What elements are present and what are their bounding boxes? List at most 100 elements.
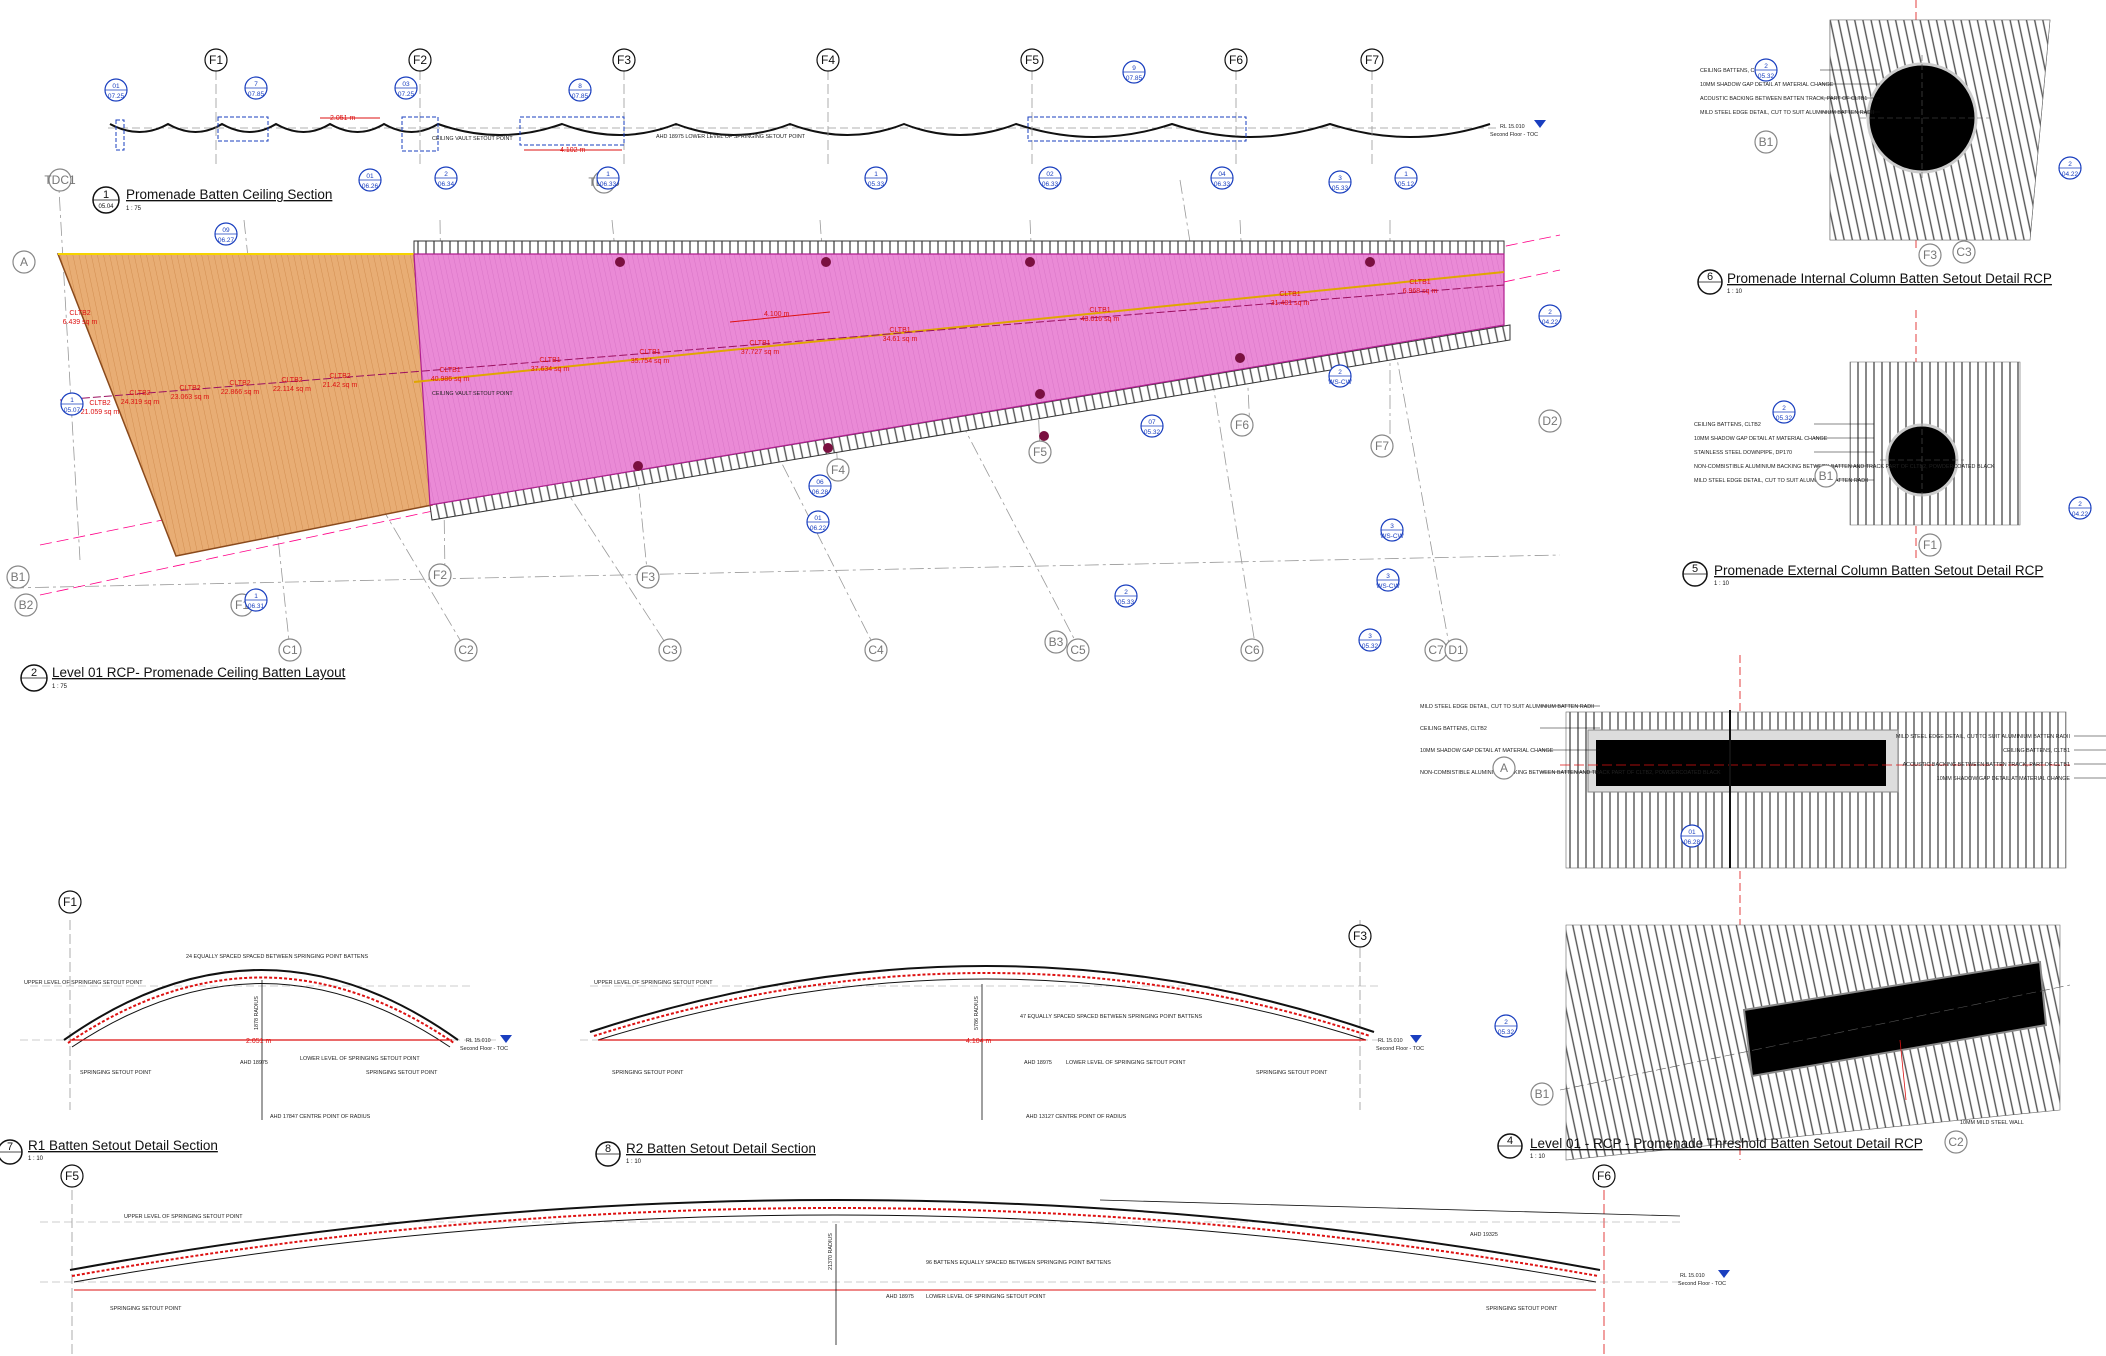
detail5-note-4: MILD STEEL EDGE DETAIL, CUT TO SUIT ALUM…: [1694, 478, 1868, 484]
plan-tag-8-sheet: 05.12: [1398, 181, 1415, 188]
detail4-grid-B1: B1: [1530, 1082, 1554, 1106]
grid-plan-F4: F4: [826, 458, 850, 482]
grid-plan-B2: B2: [14, 593, 38, 617]
view-number-1: 1: [103, 189, 109, 201]
plan-tag-13-sheet: 06.31: [248, 603, 265, 610]
zone-area-9: 35.754 sq m: [631, 358, 670, 365]
r1-lower: LOWER LEVEL OF SPRINGING SETOUT POINT: [300, 1056, 420, 1062]
section-tag-1-num: 7: [254, 81, 258, 88]
r3-floor: Second Floor - TOC: [1678, 1281, 1726, 1287]
plan-tag-0-num: 01: [366, 173, 374, 180]
grid-plan-B1-label: B1: [11, 570, 26, 584]
detail5-grid-B1: B1: [1814, 464, 1838, 488]
section-r2: UPPER LEVEL OF SPRINGING SETOUT POINT 47…: [580, 920, 1424, 1167]
grid-plan-F2: F2: [428, 563, 452, 587]
plan-tag-15: 3WS-CW: [1376, 568, 1401, 592]
view-title-5: Promenade External Column Batten Setout …: [1714, 563, 2043, 578]
detail4-tag-b: 205.32: [1494, 1014, 1518, 1038]
r3-spaced: 96 BATTENS EQUALLY SPACED BETWEEN SPRING…: [926, 1260, 1111, 1266]
r3-springing-left: SPRINGING SETOUT POINT: [110, 1306, 182, 1312]
detail5-grid-F1: F1: [1918, 533, 1942, 557]
grid-plan-C4: C4: [864, 638, 888, 662]
plan-tag-8-num: 1: [1404, 171, 1408, 178]
zone-area-14: 6.968 sq m: [1403, 288, 1438, 295]
grid-plan-C2: C2: [454, 638, 478, 662]
zone-tag-10: CLTB1: [749, 340, 770, 347]
view-title-6: Promenade Internal Column Batten Setout …: [1727, 271, 2052, 286]
plan-tag-1-sheet: 06.34: [438, 181, 455, 188]
detail4-note-right-2: ACOUSTIC BACKING BETWEEN BATTEN TRACK, P…: [1903, 762, 2070, 768]
dim-chord-1: 2.051 m: [330, 115, 355, 122]
plan-tag-2-num: 09: [222, 227, 230, 234]
zone-area-2: 24.319 sq m: [121, 399, 160, 406]
plan-tag-17: 2WS-CW: [1328, 364, 1353, 388]
grid-plan-C3-label: C3: [662, 643, 678, 657]
r3-ahd2: AHD 18975: [886, 1294, 914, 1300]
view-scale-5: 1 : 10: [1714, 581, 1730, 587]
grid-plan-C1: C1: [278, 638, 302, 662]
plan-tag-7: 305.33: [1328, 170, 1352, 194]
detail6-tag-b-sheet: 04.22: [2062, 171, 2079, 178]
detail6-grid-F3-label: F3: [1923, 248, 1937, 262]
plan-tag-17-num: 2: [1338, 369, 1342, 376]
r2-grid-F3-label: F3: [1353, 929, 1367, 943]
plan-tag-14-sheet: WS-CW: [1380, 533, 1404, 540]
detail6-grid-B1-label: B1: [1759, 135, 1774, 149]
rl-label: RL 15.010: [1500, 124, 1525, 130]
detail5-tag-a: 205.32: [1772, 400, 1796, 424]
view-number-5: 5: [1692, 563, 1698, 575]
zone-tag-11: CLTB1: [889, 327, 910, 334]
plan-tag-2-sheet: 06.27: [218, 237, 235, 244]
zone-tag-8: CLTB1: [539, 357, 560, 364]
zone-tag-0: CLTB2: [69, 310, 90, 317]
zone-area-12: 43.016 sq m: [1081, 316, 1120, 323]
zone-area-8: 37.634 sq m: [531, 366, 570, 373]
detail4-note-left-0: MILD STEEL EDGE DETAIL, CUT TO SUIT ALUM…: [1420, 704, 1594, 710]
r1-ahd: AHD 18975: [240, 1060, 268, 1066]
detail4-tag-b-sheet: 05.32: [1498, 1029, 1515, 1036]
plan-tag-7-num: 3: [1338, 175, 1342, 182]
grid-plan-C5-label: C5: [1070, 643, 1086, 657]
grid-top-F6-label: F6: [1229, 53, 1243, 67]
plan-tag-14-num: 3: [1390, 523, 1394, 530]
detail5-tag-a-sheet: 05.32: [1776, 415, 1793, 422]
plan-tag-10-sheet: 06.28: [812, 489, 829, 496]
view-number-7: 7: [7, 1141, 13, 1153]
detail4-grid-C2: C2: [1944, 1130, 1968, 1154]
zone-area-1: 21.059 sq m: [81, 409, 120, 416]
r1-floor: Second Floor - TOC: [460, 1046, 508, 1052]
grid-plan-D2: D2: [1538, 409, 1562, 433]
grid-top-F3: F3: [612, 48, 636, 72]
view-scale-4: 1 : 10: [1530, 1154, 1546, 1160]
floor-label: Second Floor - TOC: [1490, 132, 1538, 138]
grid-plan-C4-label: C4: [868, 643, 884, 657]
zone-tag-3: CLTB2: [179, 385, 200, 392]
ahd-note: AHD 18975 LOWER LEVEL OF SPRINGING SETOU…: [656, 134, 806, 140]
plan-tag-5-num: 02: [1046, 171, 1054, 178]
r2-ahd: AHD 18975: [1024, 1060, 1052, 1066]
detail4-grid-B1-label: B1: [1535, 1087, 1550, 1101]
grid-plan-F7-label: F7: [1375, 439, 1389, 453]
detail4-tag-a-num: 01: [1688, 829, 1696, 836]
r1-radius: 1878 RADIUS: [254, 996, 260, 1030]
plan-tag-6-num: 04: [1218, 171, 1226, 178]
detail4-note-left-1: CEILING BATTENS, CLTB2: [1420, 726, 1487, 732]
detail6-grid-B1: B1: [1754, 130, 1778, 154]
r3-grid-F6: F6: [1592, 1164, 1616, 1188]
plan-vault-note: CEILING VAULT SETOUT POINT: [432, 391, 513, 397]
section-r1: UPPER LEVEL OF SPRINGING SETOUT POINT 24…: [0, 890, 512, 1165]
grid-plan-C6-label: C6: [1244, 643, 1260, 657]
grid-plan-D1-label: D1: [1448, 643, 1464, 657]
grid-plan-D1: D1: [1444, 638, 1468, 662]
dim-chord-2: 4.102 m: [560, 147, 585, 154]
zone-area-4: 22.866 sq m: [221, 389, 260, 396]
grid-plan-C5: C5: [1066, 638, 1090, 662]
